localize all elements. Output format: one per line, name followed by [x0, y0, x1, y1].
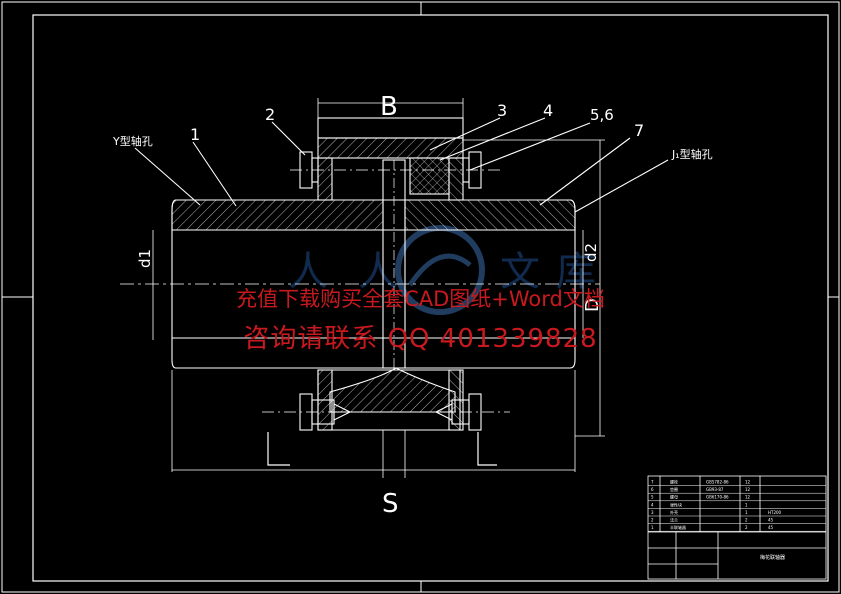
dimension-d2-label: d2 — [582, 243, 600, 262]
dimension-b-label: B — [380, 92, 398, 122]
coupling-section — [120, 98, 669, 478]
parts-cell-name: 垫圈 — [670, 486, 678, 492]
callout-5-6: 5,6 — [590, 106, 614, 124]
parts-cell-no: 7 — [651, 480, 654, 485]
dimension-l-right-label: L — [476, 461, 477, 462]
callout-4: 4 — [543, 101, 553, 120]
design-title: 梅花联轴器 — [760, 554, 785, 561]
svg-text:人: 人 — [288, 249, 328, 295]
parts-cell-qty: 12 — [745, 487, 751, 492]
parts-cell-mat: 45 — [768, 525, 774, 530]
dimension-d1-label: d1 — [136, 249, 154, 268]
parts-cell-qty: 12 — [745, 495, 751, 500]
parts-cell-no: 3 — [651, 510, 654, 515]
parts-cell-qty: 12 — [745, 480, 751, 485]
callout-7: 7 — [634, 121, 644, 140]
parts-cell-no: 5 — [651, 495, 654, 500]
parts-cell-std: GB6170-86 — [706, 495, 729, 500]
watermark-line-2: 咨询请联系 QQ 401339828 — [243, 324, 598, 354]
dimension-big-d-label: D — [582, 298, 603, 312]
parts-cell-qty: 2 — [745, 518, 748, 523]
parts-cell-std: GB93-87 — [706, 487, 724, 492]
parts-cell-mat: 45 — [768, 518, 774, 523]
parts-cell-name: 外壳 — [670, 509, 678, 515]
parts-cell-name: 半联轴器 — [670, 524, 686, 530]
svg-text:人: 人 — [358, 249, 398, 295]
parts-cell-no: 6 — [651, 487, 654, 492]
dimension-s-label: S — [382, 489, 399, 519]
parts-cell-name: 法兰 — [670, 517, 678, 523]
j1-type-hole-label: J₁型轴孔 — [671, 147, 713, 161]
callout-2: 2 — [265, 105, 275, 124]
callout-3: 3 — [497, 101, 507, 120]
parts-cell-std: GB5782-86 — [706, 480, 729, 485]
watermark-logo: 人 人 文 库 — [288, 225, 596, 315]
parts-cell-qty: 2 — [745, 525, 748, 530]
svg-text:文: 文 — [500, 249, 540, 295]
svg-text:库: 库 — [556, 249, 596, 295]
parts-cell-no: 4 — [651, 502, 654, 507]
parts-cell-name: 螺母 — [670, 494, 678, 500]
parts-cell-name: 螺栓 — [670, 479, 678, 485]
parts-cell-name: 弹性块 — [670, 501, 682, 507]
drawing-labels: B S L L d1 d2 D 1 2 3 4 5,6 7 Y型轴孔 J₁型轴孔 — [112, 92, 713, 519]
parts-cell-qty: 1 — [745, 502, 748, 507]
title-block — [647, 475, 827, 580]
parts-cell-no: 1 — [651, 525, 654, 530]
parts-cell-qty: 1 — [745, 510, 748, 515]
watermark-line-1: 充值下载购买全套CAD图纸+Word文档 — [236, 287, 605, 311]
parts-cell-mat: HT200 — [768, 510, 782, 515]
dimension-l-left-label: L — [266, 461, 267, 462]
y-type-hole-label: Y型轴孔 — [112, 134, 153, 148]
parts-cell-no: 2 — [651, 518, 654, 523]
callout-1: 1 — [190, 125, 200, 144]
